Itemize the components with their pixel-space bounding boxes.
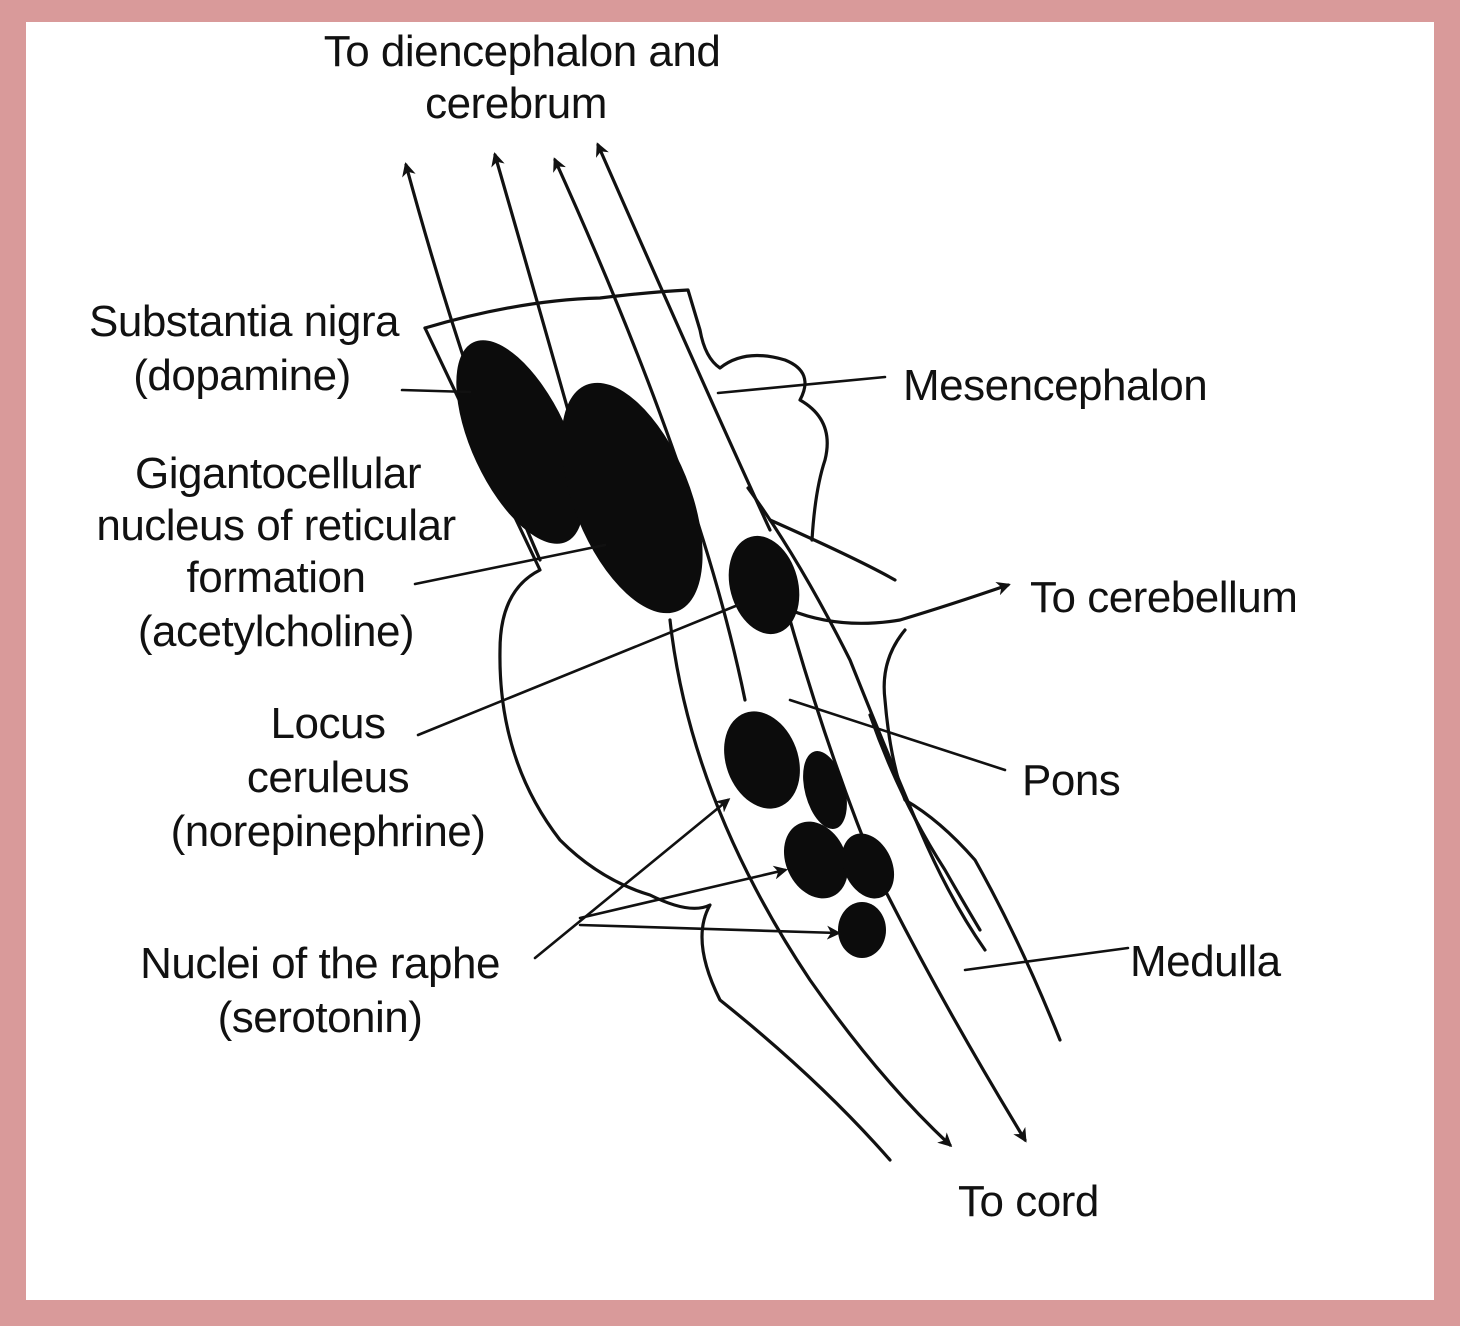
cord-label: To cord <box>958 1177 1099 1226</box>
pons-label: Pons <box>1022 756 1120 805</box>
raphe-leader-3 <box>580 925 838 933</box>
cerebellum-label: To cerebellum <box>1030 573 1297 622</box>
giganto-label-line1: Gigantocellular <box>135 449 421 498</box>
locus-label-line2: ceruleus <box>247 753 409 802</box>
text-labels: To diencephalon and cerebrum Substantia … <box>89 27 1297 1226</box>
substantia-label-line1: Substantia nigra <box>89 297 400 346</box>
giganto-label-line2: nucleus of reticular <box>96 501 455 550</box>
medulla-label: Medulla <box>1130 937 1282 986</box>
mesencephalon-label: Mesencephalon <box>903 361 1207 410</box>
locus-ceruleus-nucleus <box>718 528 810 642</box>
descending-pathways <box>670 620 1025 1145</box>
top-label-line1: To diencephalon and <box>324 27 721 76</box>
locus-label-line3: (norepinephrine) <box>171 807 486 856</box>
giganto-label-line3: formation <box>187 553 366 602</box>
cerebellum-arrow <box>790 585 1008 623</box>
top-label-line2: cerebrum <box>425 79 607 128</box>
raphe-label-line1: Nuclei of the raphe <box>140 939 500 988</box>
raphe-leader-1 <box>535 800 728 958</box>
giganto-leader <box>415 545 605 584</box>
substantia-label-line2: (dopamine) <box>133 351 351 400</box>
locus-leader <box>418 605 738 735</box>
medulla-leader <box>965 948 1128 970</box>
raphe-nucleus-5 <box>838 902 886 958</box>
raphe-label-line2: (serotonin) <box>218 993 423 1042</box>
giganto-label-line4: (acetylcholine) <box>138 607 414 656</box>
locus-label-line1: Locus <box>271 699 386 748</box>
mesencephalon-leader <box>718 377 885 393</box>
